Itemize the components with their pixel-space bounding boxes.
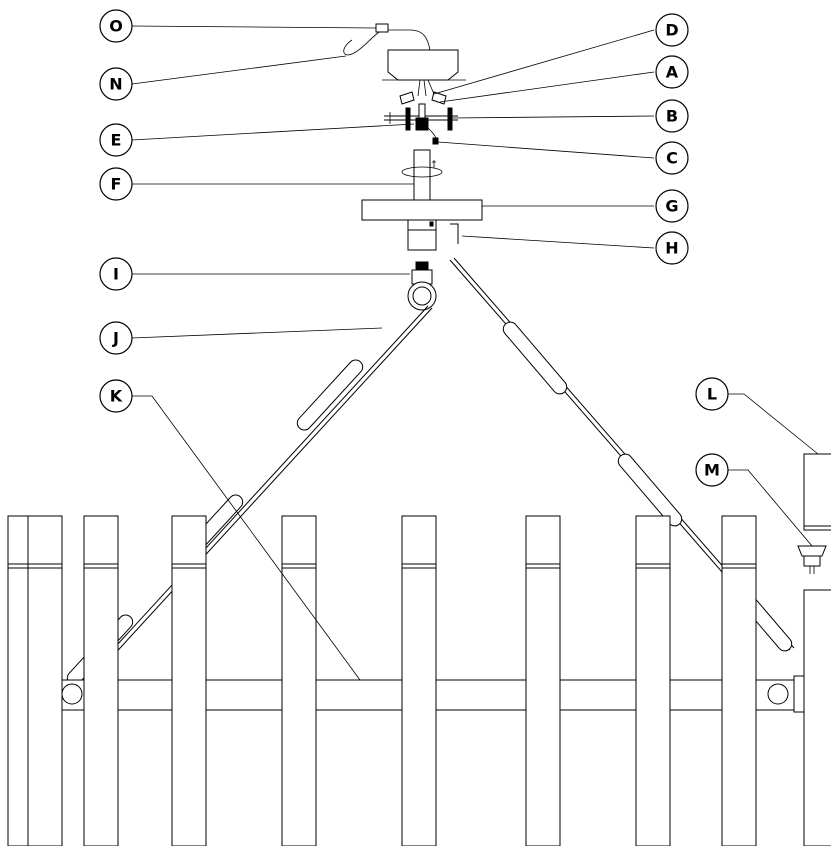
svg-text:M: M (704, 461, 720, 480)
canopy-plate (387, 49, 459, 81)
svg-text:K: K (110, 387, 123, 406)
callout-M: M (695, 453, 729, 487)
callout-J: J (99, 321, 133, 355)
svg-text:F: F (111, 175, 122, 194)
svg-text:G: G (665, 197, 678, 216)
left-chain (71, 305, 429, 695)
post (525, 515, 561, 846)
callout-E: E (99, 123, 133, 157)
callout-K: K (99, 379, 133, 413)
callout-D: D (655, 13, 689, 47)
canopy-assembly (343, 23, 483, 311)
callout-I: I (99, 257, 133, 291)
chain-link (617, 453, 683, 527)
callout-G: G (655, 189, 689, 223)
post (171, 515, 207, 846)
bracket-screw-right (447, 107, 453, 131)
bulb (797, 545, 827, 557)
svg-text:B: B (666, 107, 678, 126)
ground-screw (432, 137, 439, 145)
wire-nut-right (431, 91, 447, 105)
shade-and-bulb (797, 453, 831, 574)
chain-link (296, 359, 364, 431)
leader-lines (131, 25, 819, 681)
hex-key (450, 223, 459, 244)
canopy-cover (361, 199, 483, 221)
svg-text:L: L (707, 385, 717, 404)
post (281, 515, 317, 846)
callout-O: O (99, 9, 133, 43)
wire-clip (375, 23, 389, 33)
svg-text:D: D (665, 21, 678, 40)
callout-A: A (655, 55, 689, 89)
svg-text:H: H (665, 239, 678, 258)
svg-text:J: J (112, 329, 119, 348)
shade (803, 453, 831, 531)
chandelier-body (7, 515, 831, 846)
center-nut (415, 117, 429, 131)
ground-wire-loop (343, 29, 383, 56)
svg-text:C: C (666, 149, 678, 168)
post (635, 515, 671, 846)
callout-H: H (655, 231, 689, 265)
svg-text:N: N (109, 75, 122, 94)
wire-nut-left (399, 91, 415, 105)
callout-C: C (655, 141, 689, 175)
callout-N: N (99, 67, 133, 101)
callout-B: B (655, 99, 689, 133)
post (721, 515, 757, 846)
svg-text:E: E (111, 131, 122, 150)
svg-text:O: O (109, 17, 123, 36)
post (401, 515, 437, 846)
svg-text:I: I (113, 265, 119, 284)
beam-ring-right (767, 683, 789, 705)
callout-F: F (99, 167, 133, 201)
chain-link (502, 321, 568, 395)
post (83, 515, 119, 846)
bracket-screw-left (405, 107, 411, 131)
post (7, 515, 63, 846)
svg-text:A: A (666, 63, 679, 82)
callout-L: L (695, 377, 729, 411)
beam-ring-left (61, 683, 83, 705)
